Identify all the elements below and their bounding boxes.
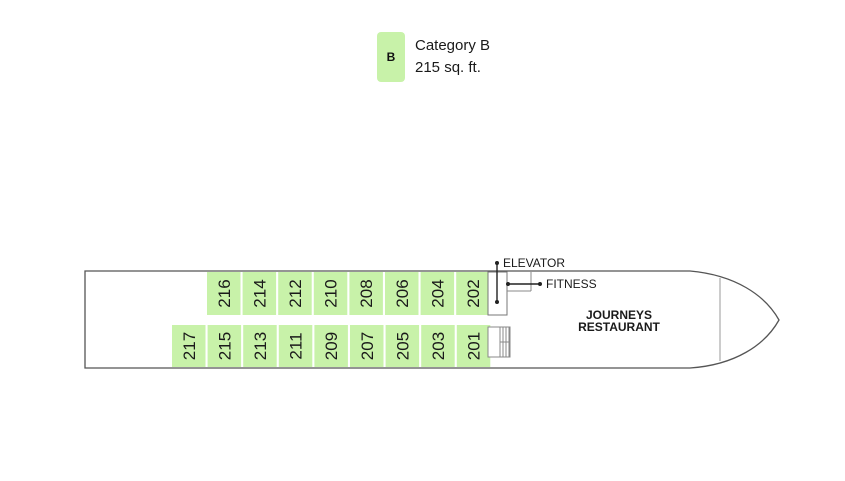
cabin-208[interactable]: 208 (349, 272, 383, 315)
cabin-box (421, 325, 455, 367)
cabin-number: 207 (358, 332, 377, 360)
cabin-box (385, 325, 420, 367)
bottom-cabin-row: 217 215 213 211 209 207 205 203 201 (172, 325, 491, 367)
cabin-box (278, 325, 313, 367)
cabin-number: 206 (393, 279, 412, 307)
cabin-216[interactable]: 216 (207, 272, 241, 315)
cabin-box (207, 272, 241, 315)
cabin-211[interactable]: 211 (278, 325, 313, 367)
cabin-number: 212 (286, 279, 305, 307)
cabin-box (456, 272, 490, 315)
fitness-label: FITNESS (546, 277, 597, 291)
cabin-number: 210 (322, 279, 341, 307)
cabin-number: 217 (180, 332, 199, 360)
cabin-210[interactable]: 210 (313, 272, 348, 315)
cabin-209[interactable]: 209 (314, 325, 348, 367)
top-cabin-row: 216 214 212 210 208 206 204 202 (207, 272, 490, 315)
cabin-box (242, 272, 277, 315)
category-size: 215 sq. ft. (415, 59, 481, 76)
cabin-box (207, 325, 242, 367)
cabin-box (243, 325, 277, 367)
cabin-box (349, 272, 383, 315)
stairs-icon (487, 326, 511, 358)
cabin-box (313, 272, 348, 315)
cabin-box (385, 272, 419, 315)
cabin-215[interactable]: 215 (207, 325, 242, 367)
restaurant-label-line1: JOURNEYS (586, 308, 652, 322)
cabin-number: 201 (465, 332, 484, 360)
category-legend: B Category B 215 sq. ft. (377, 32, 490, 82)
cabin-212[interactable]: 212 (278, 272, 312, 315)
cabin-number: 205 (393, 332, 412, 360)
cabin-205[interactable]: 205 (385, 325, 420, 367)
cabin-204[interactable]: 204 (420, 272, 455, 315)
cabin-201[interactable]: 201 (456, 325, 491, 367)
cabin-number: 213 (251, 332, 270, 360)
restaurant-label-line2: RESTAURANT (578, 320, 660, 334)
cabin-number: 215 (215, 332, 234, 360)
cabin-box (456, 325, 491, 367)
cabin-box (350, 325, 384, 367)
cabin-206[interactable]: 206 (385, 272, 419, 315)
cabin-214[interactable]: 214 (242, 272, 277, 315)
elevator-label: ELEVATOR (503, 256, 565, 270)
cabin-207[interactable]: 207 (350, 325, 384, 367)
elevator-fitness-area: ELEVATOR FITNESS (487, 256, 597, 316)
cabin-213[interactable]: 213 (243, 325, 277, 367)
cabin-number: 209 (322, 332, 341, 360)
cabin-number: 202 (464, 279, 483, 307)
cabin-box (420, 272, 455, 315)
cabin-box (172, 325, 206, 367)
cabin-box (314, 325, 348, 367)
cabin-217[interactable]: 217 (172, 325, 206, 367)
cabin-box (278, 272, 312, 315)
cabin-number: 208 (357, 279, 376, 307)
cabin-202[interactable]: 202 (456, 272, 490, 315)
cabin-number: 214 (250, 279, 269, 307)
cabin-number: 203 (429, 332, 448, 360)
cabin-number: 216 (215, 279, 234, 307)
cabin-203[interactable]: 203 (421, 325, 455, 367)
cabin-number: 204 (428, 279, 447, 307)
cabin-number: 211 (287, 332, 306, 359)
category-legend-text: Category B 215 sq. ft. (415, 35, 490, 79)
category-name: Category B (415, 37, 491, 54)
category-badge: B (377, 32, 405, 82)
